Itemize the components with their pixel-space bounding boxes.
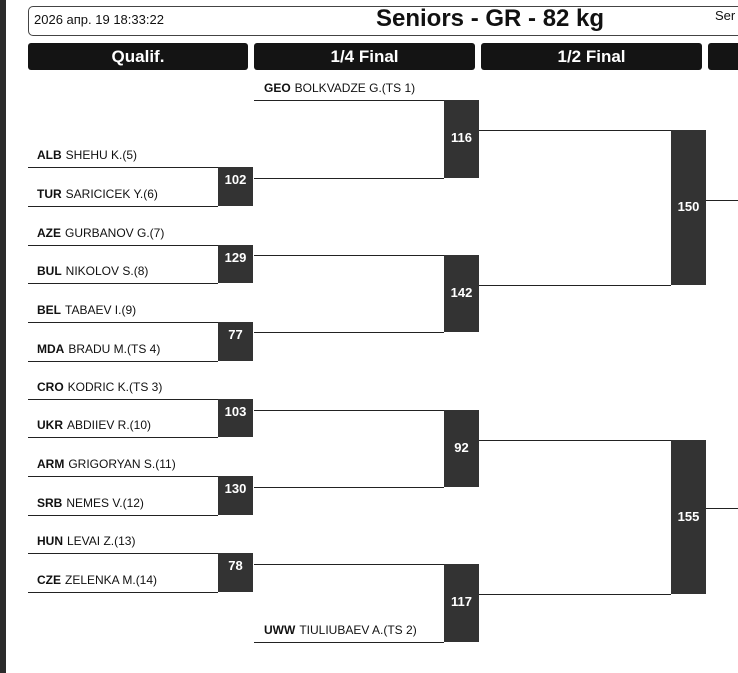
athlete-name: SHEHU K.(5) (65, 148, 138, 162)
bracket-line (479, 594, 671, 595)
left-border (0, 0, 6, 673)
bracket-line (28, 476, 218, 477)
athlete-entry: UKR ABDIIEV R.(10) (37, 418, 151, 432)
bracket-line (254, 642, 444, 643)
bracket-line (254, 178, 444, 179)
title-overflow-text: Ser (715, 8, 736, 23)
bracket-line (254, 410, 444, 411)
match-number: 129 (218, 245, 253, 283)
match-number: 92 (444, 410, 479, 487)
athlete-entry: AZE GURBANOV G.(7) (37, 226, 164, 240)
country-code: MDA (37, 342, 65, 356)
bracket-line (28, 592, 218, 593)
athlete-name: SARICICEK Y.(6) (65, 187, 158, 201)
athlete-entry: CZE ZELENKA M.(14) (37, 573, 157, 587)
country-code: ALB (37, 148, 62, 162)
athlete-entry: BEL TABAEV I.(9) (37, 303, 136, 317)
bracket-line (28, 553, 218, 554)
bracket-line (28, 515, 218, 516)
round-header-qualif: Qualif. (28, 43, 248, 70)
bracket-line (28, 245, 218, 246)
bracket-line (479, 440, 671, 441)
bracket-line (479, 130, 671, 131)
bracket-line (254, 255, 444, 256)
athlete-name: GRIGORYAN S.(11) (68, 457, 176, 471)
match-number: 77 (218, 322, 253, 361)
round-header-final (708, 43, 738, 70)
country-code: BEL (37, 303, 61, 317)
bracket-line (254, 332, 444, 333)
bracket-line (28, 206, 218, 207)
athlete-name: BOLKVADZE G.(TS 1) (294, 81, 416, 95)
country-code: HUN (37, 534, 63, 548)
round-header-semifinal: 1/2 Final (481, 43, 702, 70)
bracket-line (28, 322, 218, 323)
match-number: 117 (444, 564, 479, 642)
bracket-line (706, 508, 738, 509)
bracket-line (706, 200, 738, 201)
match-number: 130 (218, 476, 253, 515)
athlete-name: BRADU M.(TS 4) (68, 342, 161, 356)
bracket-line (479, 285, 671, 286)
athlete-name: TABAEV I.(9) (65, 303, 137, 317)
print-datetime: 2026 апр. 19 18:33:22 (34, 12, 164, 27)
country-code: BUL (37, 264, 62, 278)
page-title: Seniors - GR - 82 kg (376, 5, 605, 32)
athlete-name: LEVAI Z.(13) (67, 534, 136, 548)
country-code: UWW (264, 623, 296, 637)
bracket-line (28, 399, 218, 400)
match-number: 150 (671, 130, 706, 285)
country-code: CRO (37, 380, 64, 394)
header-bar (28, 6, 738, 36)
country-code: UKR (37, 418, 63, 432)
country-code: SRB (37, 496, 63, 510)
match-number: 102 (218, 167, 253, 206)
bracket-line (28, 167, 218, 168)
match-number: 142 (444, 255, 479, 332)
country-code: ARM (37, 457, 65, 471)
country-code: TUR (37, 187, 62, 201)
match-number: 116 (444, 100, 479, 178)
athlete-name: GURBANOV G.(7) (65, 226, 165, 240)
bracket-line (28, 361, 218, 362)
athlete-name: NIKOLOV S.(8) (65, 264, 149, 278)
bracket-line (28, 283, 218, 284)
round-header-quarterfinal: 1/4 Final (254, 43, 475, 70)
bracket-line (254, 487, 444, 488)
match-number: 103 (218, 399, 253, 437)
bracket-line (254, 100, 444, 101)
match-number: 155 (671, 440, 706, 594)
athlete-name: KODRIC K.(TS 3) (67, 380, 163, 394)
athlete-name: TIULIUBAEV A.(TS 2) (299, 623, 417, 637)
country-code: GEO (264, 81, 291, 95)
country-code: AZE (37, 226, 61, 240)
athlete-name: ZELENKA M.(14) (65, 573, 158, 587)
athlete-name: NEMES V.(12) (66, 496, 144, 510)
athlete-name: ABDIIEV R.(10) (67, 418, 152, 432)
bracket-line (254, 564, 444, 565)
match-number: 78 (218, 553, 253, 592)
bracket-line (28, 437, 218, 438)
country-code: CZE (37, 573, 61, 587)
athlete-entry: HUN LEVAI Z.(13) (37, 534, 135, 548)
